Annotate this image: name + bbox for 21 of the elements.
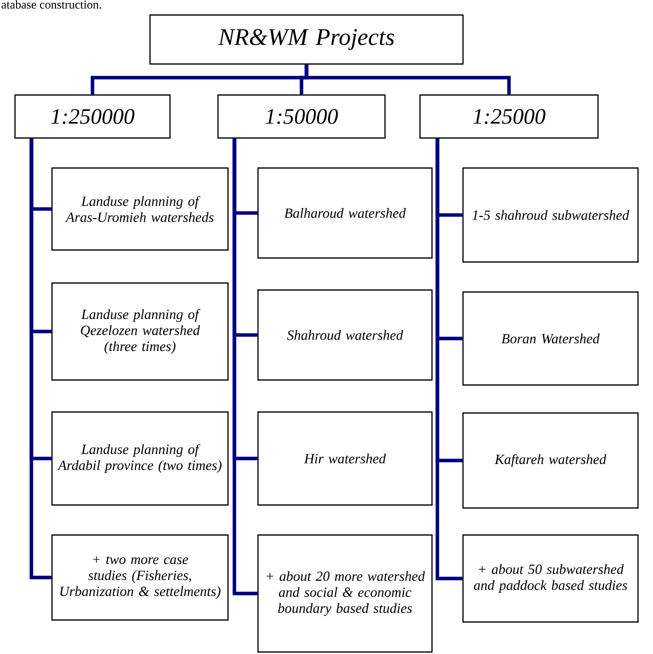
project-box: Kaftareh watershed — [462, 412, 639, 509]
connector-line — [436, 138, 462, 580]
project-box: Landuse planning of Ardabil province (two times) — [51, 411, 229, 506]
project-box: Landuse planning of Aras-Uromieh watersheds — [51, 167, 229, 251]
project-box: + two more case studies (Fisheries, Urbanization & settelments) — [51, 534, 229, 621]
scale-box: 1:25000 — [419, 94, 599, 139]
root-box: NR&WM Projects — [149, 14, 464, 65]
project-box: Boran Watershed — [462, 291, 639, 386]
project-box: Shahroud watershed — [257, 289, 433, 381]
project-box: + about 50 subwatershed and paddock based studies — [462, 534, 639, 623]
connector-line — [232, 138, 258, 596]
project-box: Balharoud watershed — [257, 167, 433, 259]
connector-line — [30, 138, 52, 580]
project-box: Hir watershed — [257, 411, 433, 506]
project-box: 1-5 shahroud subwatershed — [462, 167, 639, 263]
scale-box: 1:50000 — [217, 94, 386, 139]
project-box: Landuse planning of Qezelozen watershed (three times) — [51, 282, 229, 381]
scale-box: 1:250000 — [14, 94, 171, 139]
connector-line — [304, 64, 511, 94]
caption-text: atabase construction. — [2, 0, 102, 9]
project-box: + about 20 more watershed and social & economic boundary based studies — [257, 534, 433, 653]
